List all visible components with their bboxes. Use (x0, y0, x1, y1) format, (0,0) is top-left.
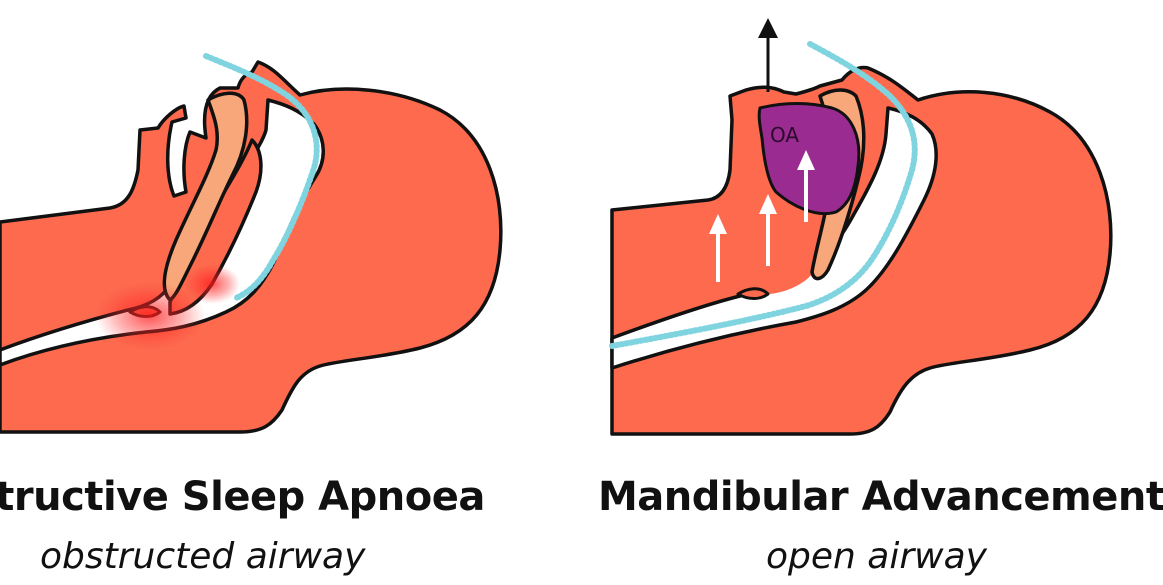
obstructed-head (0, 56, 501, 432)
oa-label: OA (770, 123, 799, 147)
left-panel-title: structive Sleep Apnoea (0, 474, 485, 520)
advanced-head: OA (612, 18, 1111, 434)
right-panel-title: Mandibular Advancement (598, 474, 1163, 520)
obstruction-glow-upper-left (184, 264, 240, 304)
right-panel-subtitle: open airway (766, 536, 987, 577)
advance-arrow (758, 18, 778, 92)
epiglottis-right (738, 289, 768, 299)
illustration: OA (0, 0, 1163, 470)
left-panel-subtitle: obstructed airway (40, 536, 365, 577)
